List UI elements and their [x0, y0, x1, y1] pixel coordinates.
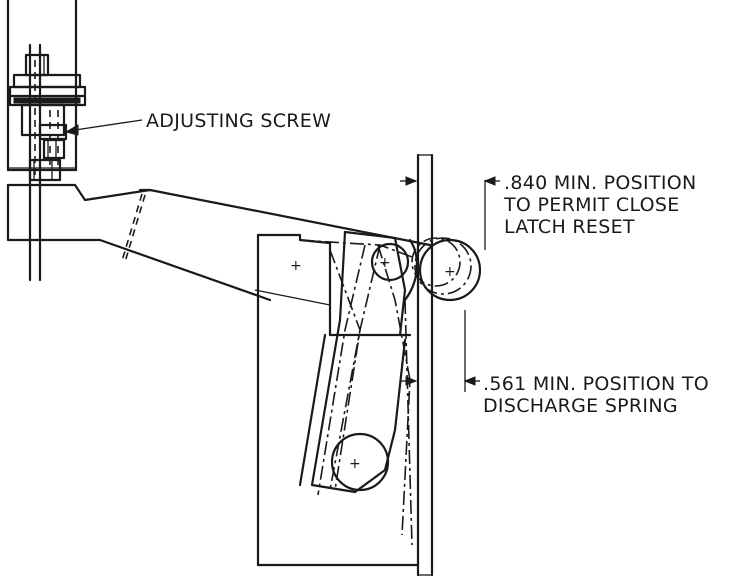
upper-housing [6, 0, 78, 172]
svg-text:+: + [349, 456, 361, 472]
adjusting-screw-leader [64, 119, 143, 136]
latch-link: + [298, 230, 407, 494]
lever-arm [6, 178, 432, 306]
svg-text:+: + [379, 255, 391, 271]
adjusting-screw-label: ADJUSTING SCREW [146, 110, 332, 132]
discharge-spring-dimension-note: .561 MIN. POSITION TO DISCHARGE SPRING [483, 373, 709, 417]
roller-pins: + + [370, 237, 482, 302]
dimension-arrows [400, 176, 500, 392]
svg-text:+: + [444, 264, 456, 280]
close-latch-reset-dimension-note: .840 MIN. POSITION TO PERMIT CLOSE LATCH… [504, 172, 697, 238]
latch-bar [416, 153, 434, 577]
alternate-position-outlines [299, 239, 421, 546]
frame-plate: + [256, 233, 420, 567]
adjusting-screw-assembly [8, 43, 87, 182]
svg-text:+: + [290, 258, 302, 274]
